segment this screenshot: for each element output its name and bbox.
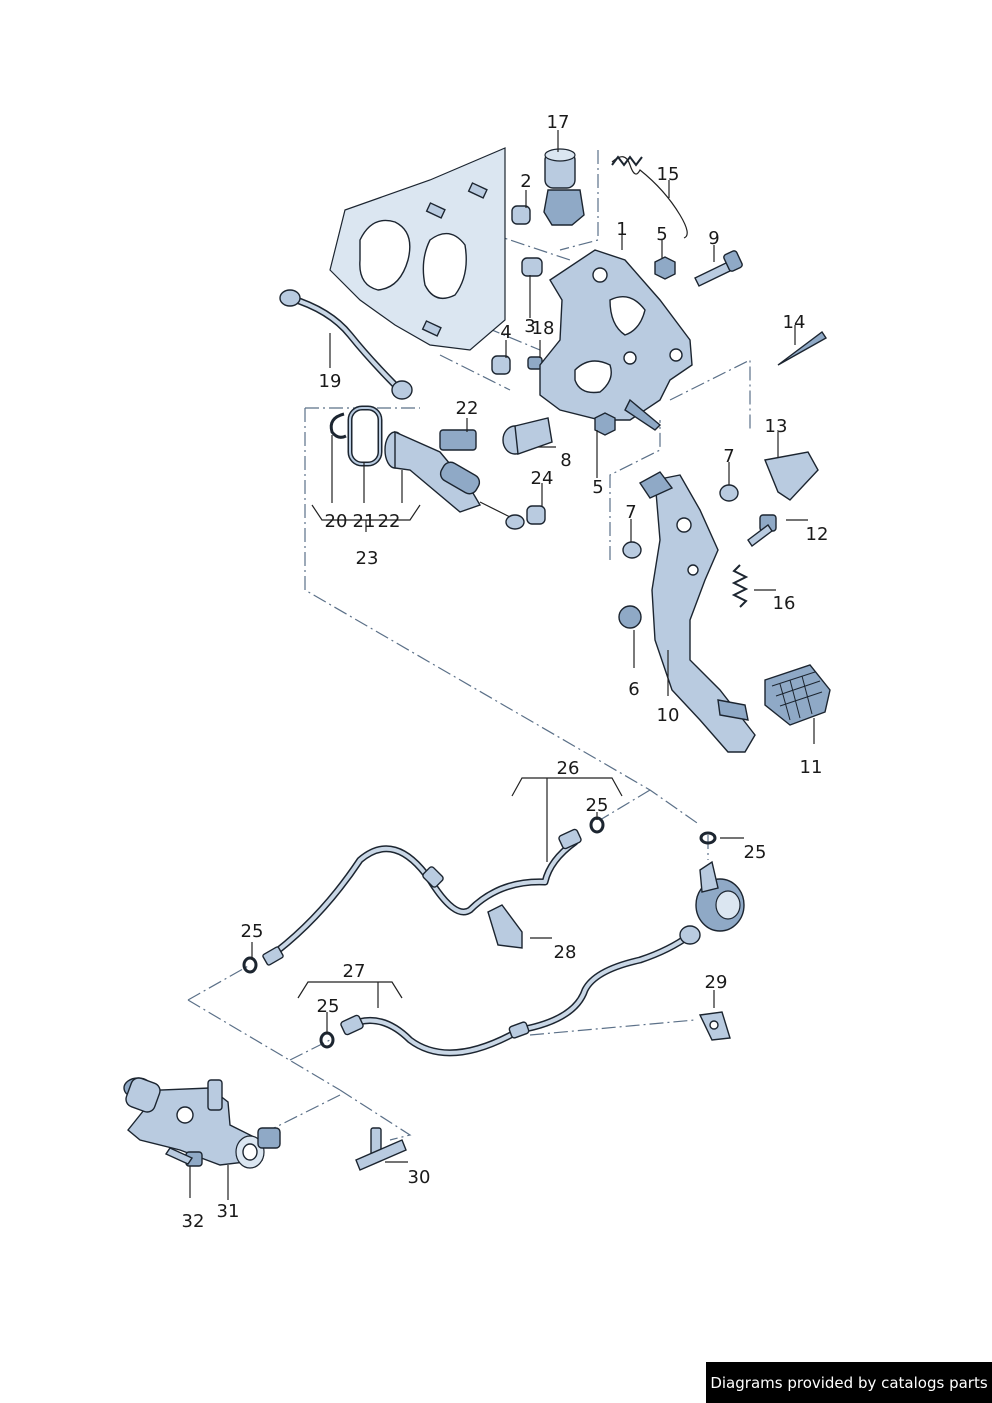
credit-text: Diagrams provided by catalogs parts xyxy=(710,1373,988,1392)
bushings-7 xyxy=(622,484,739,559)
leader-lines xyxy=(189,130,815,1200)
callout-7-left: 7 xyxy=(625,502,636,523)
bulkhead-plate xyxy=(329,147,506,351)
callout-5-top: 5 xyxy=(656,224,667,245)
callout-21: 21 xyxy=(353,511,376,532)
callout-27: 27 xyxy=(343,961,366,982)
callout-6: 6 xyxy=(628,679,639,700)
pedal-bracket-part xyxy=(539,249,693,431)
callout-5-bottom: 5 xyxy=(592,477,603,498)
callout-25-c: 25 xyxy=(241,921,264,942)
bush-24-part xyxy=(526,505,546,525)
centerlines xyxy=(187,150,751,1141)
callout-31: 31 xyxy=(217,1201,240,1222)
callout-2: 2 xyxy=(520,171,531,192)
callout-24: 24 xyxy=(531,468,554,489)
clip-29-part xyxy=(698,1011,731,1041)
bolt-12-part xyxy=(747,514,777,548)
callout-20: 20 xyxy=(325,511,348,532)
callout-19: 19 xyxy=(319,371,342,392)
bushings xyxy=(491,205,543,375)
callout-25-b: 25 xyxy=(744,842,767,863)
callout-25-d: 25 xyxy=(317,996,340,1017)
callout-32: 32 xyxy=(182,1211,205,1232)
callout-30: 30 xyxy=(408,1167,431,1188)
callout-23: 23 xyxy=(356,548,379,569)
bolt-32-part xyxy=(164,1147,203,1167)
callout-8: 8 xyxy=(560,450,571,471)
clip-13-part xyxy=(764,451,819,501)
pedal-pad-part xyxy=(764,664,831,726)
t-connector-part xyxy=(355,1127,407,1171)
bracket-28-part xyxy=(487,904,523,949)
callout-22-bottom: 22 xyxy=(378,511,401,532)
master-cylinder-part xyxy=(384,429,525,530)
studs xyxy=(421,182,488,337)
coupling-part xyxy=(695,860,745,932)
callout-12: 12 xyxy=(806,524,829,545)
callout-7-right: 7 xyxy=(723,446,734,467)
pin-14-part xyxy=(777,330,828,366)
callout-22-top: 22 xyxy=(456,398,479,419)
credit-banner: Diagrams provided by catalogs parts xyxy=(706,1362,992,1403)
callout-4: 4 xyxy=(500,322,511,343)
pedal-lever-part xyxy=(638,471,756,753)
callout-11: 11 xyxy=(800,757,823,778)
callout-13: 13 xyxy=(765,416,788,437)
circlip-seal xyxy=(329,405,383,467)
return-spring-part xyxy=(611,155,688,239)
pedal-buffer-part xyxy=(543,148,585,226)
hydraulic-line-26-part xyxy=(262,828,582,966)
spring-16-part xyxy=(731,564,749,608)
hydraulic-line-27-part xyxy=(340,925,701,1057)
callout-15: 15 xyxy=(657,164,680,185)
callout-17: 17 xyxy=(547,112,570,133)
bolt-9-part xyxy=(694,250,743,287)
callout-1: 1 xyxy=(616,219,627,240)
hose-19-part xyxy=(279,289,413,400)
o-rings xyxy=(242,816,717,1049)
nuts xyxy=(594,256,676,436)
callout-9: 9 xyxy=(708,228,719,249)
callout-14: 14 xyxy=(783,312,806,333)
callout-numbers: 17 2 15 1 5 9 3 4 18 14 19 22 8 5 13 7 2… xyxy=(182,112,829,1232)
callout-25-a: 25 xyxy=(586,795,609,816)
callout-28: 28 xyxy=(554,942,577,963)
callout-10: 10 xyxy=(657,705,680,726)
callout-26: 26 xyxy=(557,758,580,779)
slave-cylinder-part xyxy=(123,1077,281,1169)
callout-3: 3 xyxy=(524,316,535,337)
pivot-sleeve-part xyxy=(502,417,553,455)
cap-6-part xyxy=(618,605,642,629)
callout-29: 29 xyxy=(705,972,728,993)
callout-16: 16 xyxy=(773,593,796,614)
callout-18: 18 xyxy=(532,318,555,339)
